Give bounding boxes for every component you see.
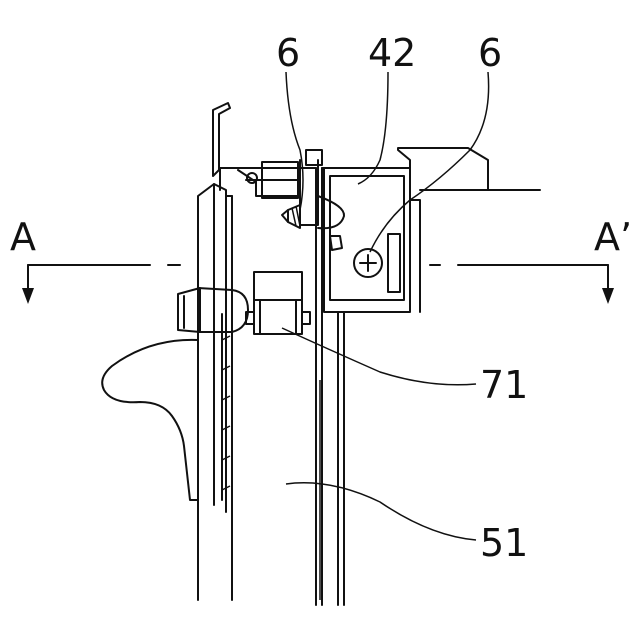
label-ref-51: 51	[480, 521, 528, 565]
vertical-frame	[198, 168, 344, 605]
label-ref-6-right: 6	[478, 31, 502, 75]
label-section-a-prime: A’	[594, 215, 632, 259]
label-ref-6-left: 6	[276, 31, 300, 75]
bracket-42	[322, 148, 540, 312]
leader-lines	[282, 72, 489, 540]
top-clip	[213, 103, 230, 176]
label-section-a: A	[10, 215, 36, 259]
label-ref-42: 42	[368, 31, 416, 75]
upper-housing	[220, 162, 316, 198]
roller-71	[246, 272, 310, 334]
label-ref-71: 71	[480, 363, 528, 407]
section-line	[22, 265, 614, 304]
